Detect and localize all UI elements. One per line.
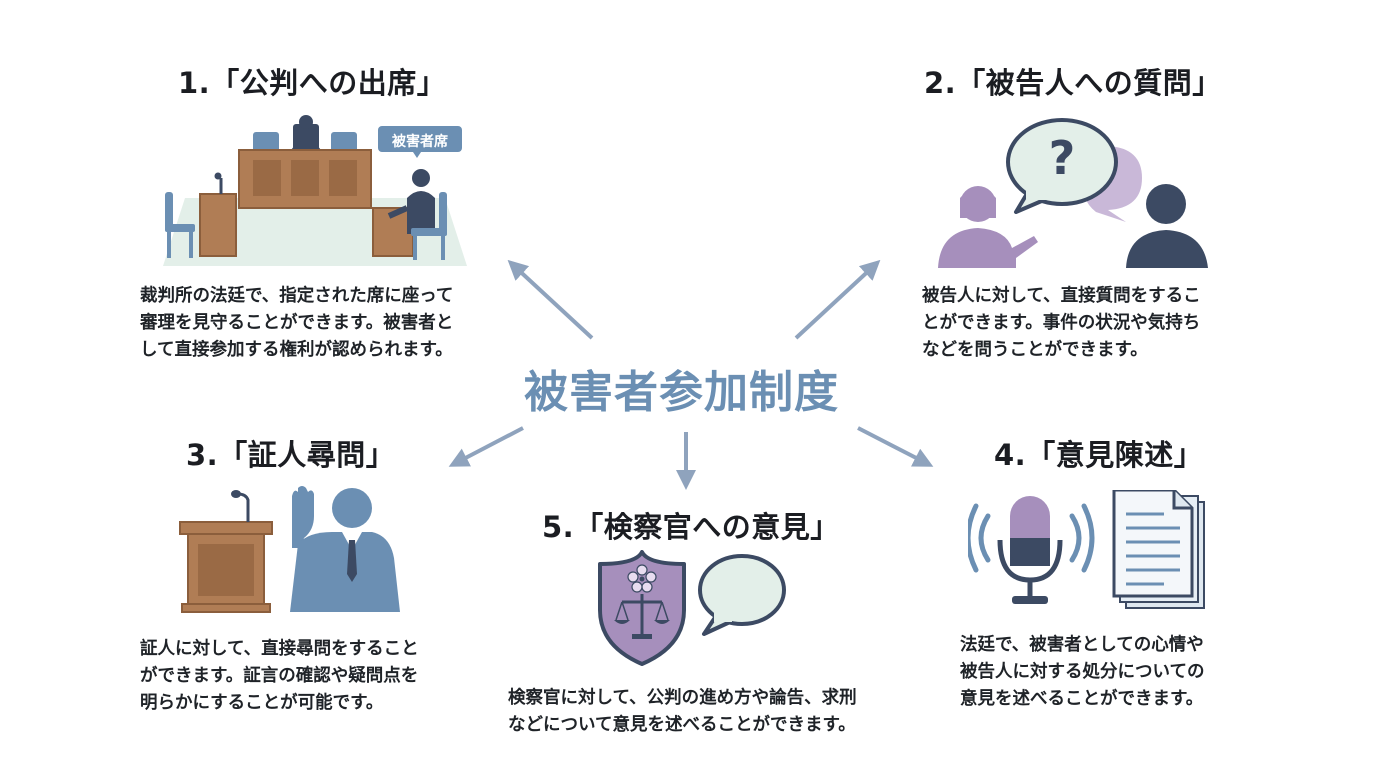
question-mark-icon: ? bbox=[1048, 131, 1076, 185]
section-2-line: とができます。事件の状況や気持ち bbox=[922, 313, 1201, 333]
arrow-to-section-2 bbox=[794, 259, 881, 340]
witness-icon bbox=[179, 486, 400, 613]
arrow-to-section-1 bbox=[507, 259, 594, 340]
section-2-line: 被告人に対して、直接質問をするこ bbox=[922, 286, 1201, 306]
section-2-title: 2.「被告人への質問」 bbox=[924, 66, 1222, 100]
section-2-description: 被告人に対して、直接質問をするこ とができます。事件の状況や気持ち などを問うこ… bbox=[922, 283, 1201, 364]
section-1-line: 裁判所の法廷で、指定された席に座って bbox=[140, 286, 454, 306]
section-2-line: などを問うことができます。 bbox=[922, 340, 1148, 360]
section-3-line: 証人に対して、直接尋問をすること bbox=[140, 639, 419, 659]
section-4-title: 4.「意見陳述」 bbox=[994, 438, 1204, 472]
section-4-description: 法廷で、被害者としての心情や 被告人に対する処分についての 意見を述べることがで… bbox=[960, 632, 1204, 713]
section-4-line: 被告人に対する処分についての bbox=[960, 662, 1205, 682]
prosecutor-icon bbox=[598, 550, 786, 666]
questioning-icon bbox=[938, 118, 1208, 268]
section-4-line: 法廷で、被害者としての心情や bbox=[960, 635, 1204, 655]
section-1-line: して直接参加する権利が認められます。 bbox=[140, 340, 453, 360]
section-3-line: ができます。証言の確認や疑問点を bbox=[140, 666, 419, 686]
section-1-description: 裁判所の法廷で、指定された席に座って 審理を見守ることができます。被害者と して… bbox=[140, 283, 453, 364]
section-3-description: 証人に対して、直接尋問をすること ができます。証言の確認や疑問点を 明らかにする… bbox=[140, 636, 419, 717]
courtroom-icon bbox=[163, 115, 467, 266]
section-5-description: 検察官に対して、公判の進め方や論告、求刑 などについて意見を述べることができます… bbox=[508, 685, 857, 739]
section-1-title: 1.「公判への出席」 bbox=[178, 66, 447, 100]
section-5-line: などについて意見を述べることができます。 bbox=[508, 715, 856, 735]
section-5-line: 検察官に対して、公判の進め方や論告、求刑 bbox=[508, 688, 857, 708]
section-5-title: 5.「検察官への意見」 bbox=[542, 510, 840, 544]
section-3-title: 3.「証人尋問」 bbox=[186, 438, 396, 472]
arrow-to-section-3 bbox=[448, 426, 524, 467]
statement-icon bbox=[968, 490, 1205, 609]
center-title: 被害者参加制度 bbox=[524, 367, 839, 418]
victim-seat-badge: 被害者席 bbox=[392, 134, 448, 150]
section-4-line: 意見を述べることができます。 bbox=[960, 689, 1204, 709]
section-3-line: 明らかにすることが可能です。 bbox=[140, 693, 384, 713]
arrow-to-section-4 bbox=[857, 426, 934, 467]
section-1-line: 審理を見守ることができます。被害者と bbox=[140, 313, 454, 333]
